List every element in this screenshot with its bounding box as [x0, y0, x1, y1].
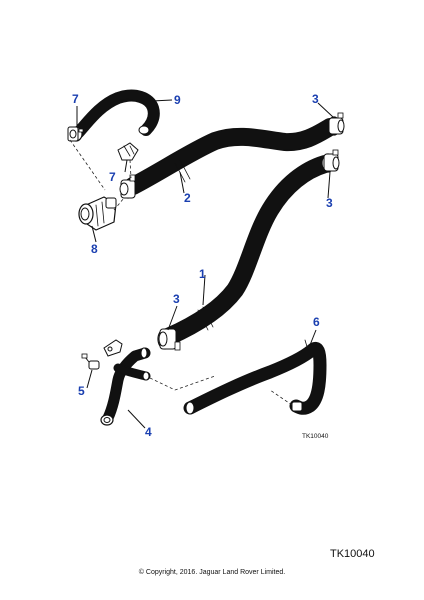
callout-7-middle: 7	[109, 170, 116, 184]
callout-3-right: 3	[326, 196, 333, 210]
callout-2: 2	[184, 191, 191, 205]
hose-1	[159, 155, 334, 346]
clip-3-lower	[157, 328, 181, 351]
drawing-ref: TK10040	[330, 548, 375, 560]
callout-1: 1	[199, 267, 206, 281]
clip-3-top	[327, 112, 345, 136]
connector-8	[78, 196, 117, 231]
bolt-5	[81, 353, 100, 370]
callout-5: 5	[78, 384, 85, 398]
hose-6	[183, 339, 327, 415]
clip-3-right	[321, 149, 340, 173]
copyright-notice: © Copyright, 2016. Jaguar Land Rover Lim…	[138, 569, 286, 576]
callout-3-top: 3	[312, 92, 319, 106]
hose-9	[72, 89, 160, 139]
callout-7-upper: 7	[72, 92, 79, 106]
clip-7-upper	[67, 126, 84, 142]
callout-8: 8	[91, 242, 98, 256]
leader-lines	[76, 99, 334, 429]
pipe-4	[100, 339, 151, 426]
assembly-dashed-lines	[69, 139, 293, 406]
hose-2-left-clip	[119, 174, 136, 199]
callout-3-lower: 3	[173, 292, 180, 306]
callout-9: 9	[174, 93, 181, 107]
callouts: 7 9 3 7 2 3 8 1 3 6 5 4	[72, 92, 333, 439]
callout-4: 4	[145, 425, 152, 439]
clip-7-middle	[117, 142, 139, 161]
drawing-ref-small: TK10040	[302, 433, 329, 440]
callout-6: 6	[313, 315, 320, 329]
